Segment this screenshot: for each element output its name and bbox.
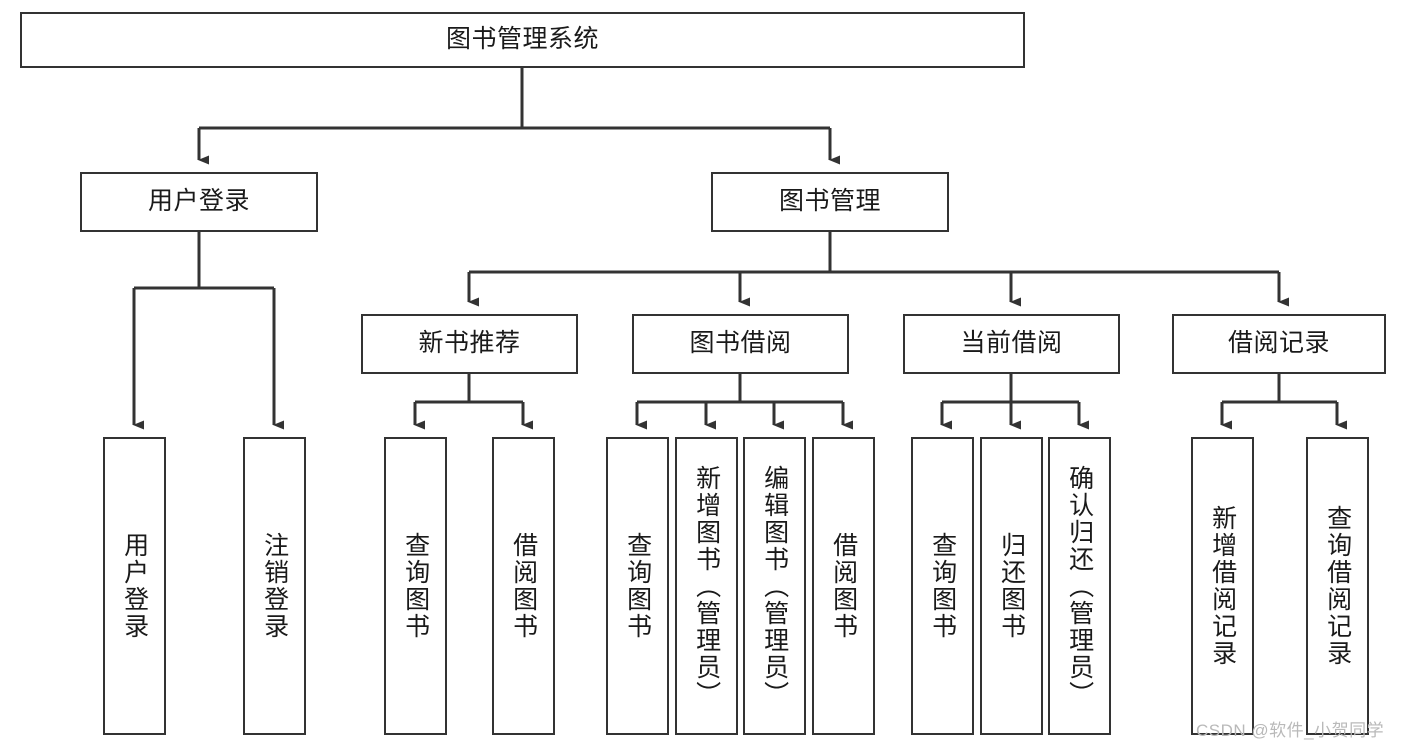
node-root-system[interactable]: 图书管理系统 [20,12,1025,68]
node-new-book-recommend[interactable]: 新书推荐 [361,314,578,374]
leaf-add-book-admin[interactable]: 新增图书（管理员） [675,437,738,735]
leaf-borrow-book[interactable]: 借阅图书 [812,437,875,735]
node-user-login[interactable]: 用户登录 [80,172,318,232]
node-borrow-record[interactable]: 借阅记录 [1172,314,1386,374]
node-current-borrow[interactable]: 当前借阅 [903,314,1120,374]
leaf-query-book-current[interactable]: 查询图书 [911,437,974,735]
leaf-edit-book-admin[interactable]: 编辑图书（管理员） [743,437,806,735]
leaf-confirm-return-admin[interactable]: 确认归还（管理员） [1048,437,1111,735]
leaf-user-login[interactable]: 用户登录 [103,437,166,735]
leaf-logout-login[interactable]: 注销登录 [243,437,306,735]
node-book-management[interactable]: 图书管理 [711,172,949,232]
leaf-query-book-recommend[interactable]: 查询图书 [384,437,447,735]
leaf-return-book[interactable]: 归还图书 [980,437,1043,735]
leaf-borrow-book-recommend[interactable]: 借阅图书 [492,437,555,735]
leaf-add-borrow-record[interactable]: 新增借阅记录 [1191,437,1254,735]
leaf-query-borrow-record[interactable]: 查询借阅记录 [1306,437,1369,735]
leaf-query-book-borrow[interactable]: 查询图书 [606,437,669,735]
node-book-borrow[interactable]: 图书借阅 [632,314,849,374]
